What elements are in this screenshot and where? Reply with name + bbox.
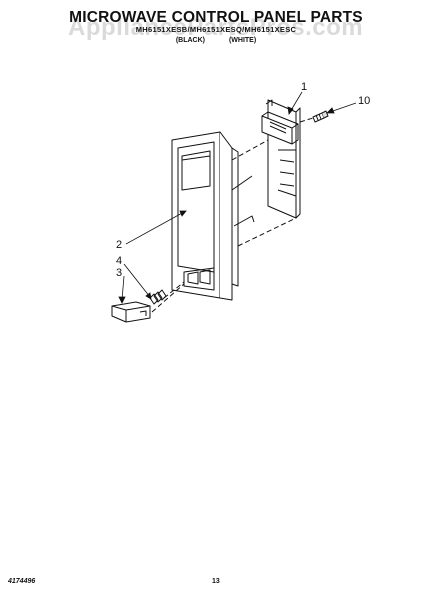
callout-4: 4 [116,255,123,267]
release-button [111,301,151,323]
callout-2: 2 [116,239,123,251]
spring [149,289,167,305]
callout-1: 1 [301,81,308,93]
callout-10: 10 [358,95,371,107]
doc-number: 4174496 [8,578,36,585]
callout-3: 3 [116,267,123,279]
control-panel [171,131,255,301]
variant-black: (BLACK) [175,37,205,44]
alignment-lines [151,117,314,313]
page-title: MICROWAVE CONTROL PANEL PARTS [69,9,363,26]
page-number: 13 [212,578,220,585]
control-board-bracket [261,99,301,219]
color-variants: (BLACK) (WHITE) [0,37,432,44]
variant-white: (WHITE) [228,37,257,44]
leader-lines [118,91,357,304]
screw [312,110,329,123]
model-numbers: MH6151XESB/MH6151XESQ/MH6151XESC [135,25,297,34]
